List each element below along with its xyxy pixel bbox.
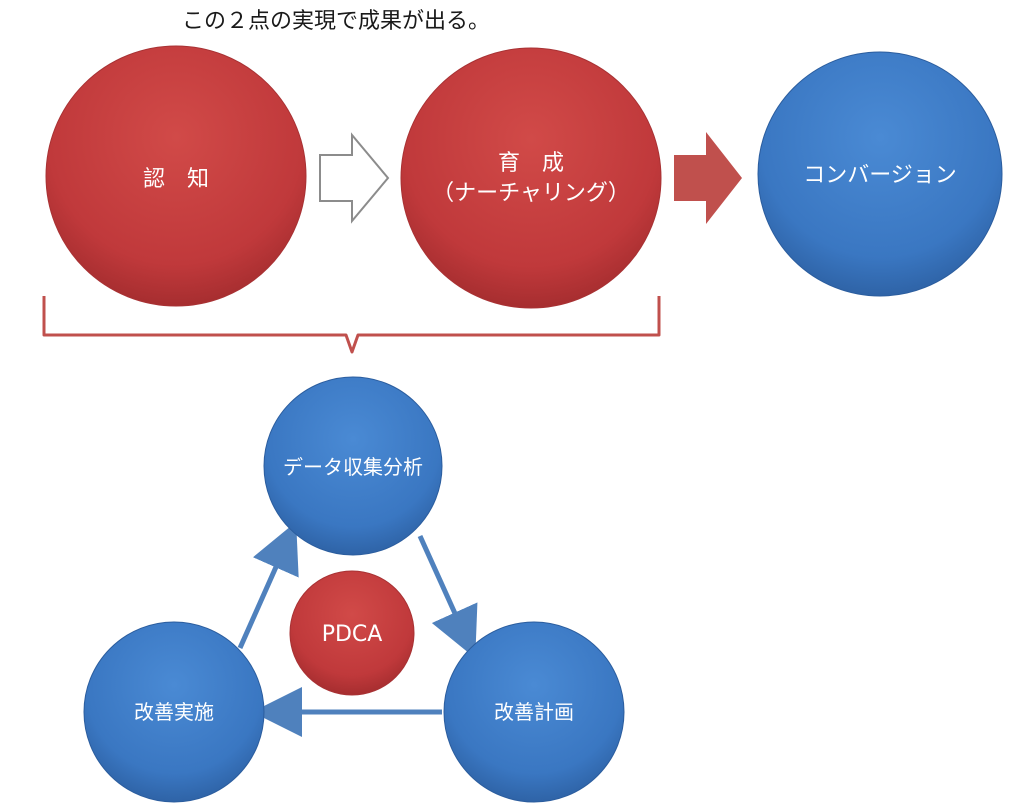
execute-label: 改善実施 [134,700,214,724]
arrow-analysis-to-plan [417,534,478,659]
grouping-bracket [42,296,661,354]
conversion-label: コンバージョン [803,163,957,188]
conversion-node: コンバージョン [757,51,1003,297]
analysis-node: データ収集分析 [263,376,443,556]
arrow-execute-to-analysis [237,521,299,650]
awareness-label: 認 知 [143,167,209,192]
hollow-arrow-icon [319,132,390,224]
pdca-center-node: PDCA [289,570,415,696]
nurturing-node: 育 成 （ナーチャリング） [400,47,662,309]
analysis-label: データ収集分析 [283,455,423,479]
plan-label: 改善計画 [494,700,574,724]
awareness-node: 認 知 [45,45,307,307]
diagram-title: この２点の実現で成果が出る。 [182,9,490,34]
plan-node: 改善計画 [443,621,625,803]
solid-arrow-icon [674,132,742,224]
pdca-center-label: PDCA [322,622,383,647]
nurturing-label-line2: （ナーチャリング） [432,181,630,206]
nurturing-label-line1: 育 成 [498,151,564,176]
execute-node: 改善実施 [83,621,265,803]
